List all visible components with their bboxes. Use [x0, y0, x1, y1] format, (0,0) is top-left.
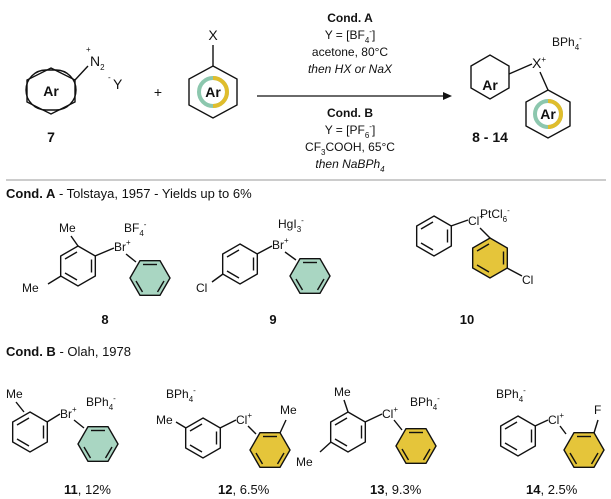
compound-label: 11, 12% [64, 482, 111, 497]
counter-anion: HgI3- [278, 216, 304, 234]
methyl-label: Me [6, 387, 23, 401]
ring-label-ar: Ar [540, 106, 556, 122]
product-center: X+ [532, 55, 546, 71]
cond-a-line3: then HX or NaX [308, 62, 393, 76]
product-diaryl-halonium: BPh4- Ar X+ Ar 8 - 14 [470, 34, 582, 145]
svg-text:N2: N2 [90, 53, 105, 72]
cond-a-title: Cond. A [327, 11, 373, 25]
ring-label-ar: Ar [205, 84, 221, 100]
center-atom: Br+ [272, 236, 289, 252]
compound-8: Me Br+ BF4- Me 8 [22, 220, 171, 327]
cond-a-line1: Y = [BF4-] [325, 27, 376, 45]
product-counterion: BPh4- [552, 34, 582, 52]
fluoro-label: F [594, 403, 601, 417]
cond-b-line1: Y = [PF6-] [325, 122, 376, 140]
methyl-label: Me [59, 221, 76, 235]
compound-label-7: 7 [47, 129, 55, 145]
chloro-label: Cl [196, 281, 207, 295]
counter-anion: BPh4- [86, 394, 116, 412]
ring-label-ar: Ar [482, 77, 498, 93]
compound-9: Cl Br+ HgI3- 9 [196, 216, 331, 327]
compound-label: 9 [269, 312, 276, 327]
compound-label: 12, 6.5% [218, 482, 270, 497]
conditions-a: Cond. A Y = [BF4-] acetone, 80°C then HX… [308, 11, 393, 76]
conditions-b: Cond. B Y = [PF6-] CF3COOH, 65°C then Na… [305, 106, 395, 174]
diazonium-salt-7: Ar + N2 - Y 7 [25, 45, 123, 145]
chloro-label: Cl [522, 273, 533, 287]
counter-anion: BPh4- [410, 394, 440, 412]
compound-label-range: 8 - 14 [472, 129, 508, 145]
center-atom: Br+ [114, 238, 131, 254]
methyl-label: Me [22, 281, 39, 295]
center-atom: Cl+ [548, 411, 564, 427]
center-atom: Cl+ [468, 212, 484, 228]
plus-sign: + [154, 84, 162, 100]
center-atom: Cl+ [236, 411, 252, 427]
counter-anion: BPh4- [166, 386, 196, 404]
compound-14: BPh4- Cl+ F 14, 2.5% [496, 386, 605, 497]
methyl-label: Me [280, 403, 297, 417]
compound-10: Cl+ PtCl6- Cl 10 [415, 206, 533, 327]
counter-minus: - [108, 73, 111, 82]
section-b-title: Cond. B - Olah, 1978 [6, 344, 131, 359]
methyl-label: Me [296, 455, 313, 469]
compound-11: Me Br+ BPh4- 11, 12% [6, 387, 119, 497]
diazonium-plus: + [86, 45, 91, 54]
center-atom: Br+ [60, 405, 77, 421]
counter-y: Y [113, 76, 123, 92]
cond-b-line3: then NaBPh4 [315, 157, 385, 174]
center-atom: Cl+ [382, 405, 398, 421]
reaction-arrow [257, 92, 452, 100]
arene-x: X [208, 27, 218, 43]
methyl-label: Me [156, 413, 173, 427]
section-a-title: Cond. A - Tolstaya, 1957 - Yields up to … [6, 186, 252, 201]
counter-anion: BF4- [124, 220, 147, 238]
diazonium-n2: N [90, 53, 100, 69]
counter-anion: PtCl6- [480, 206, 510, 224]
cond-b-line2: CF3COOH, 65°C [305, 140, 395, 157]
ring-label-ar: Ar [43, 83, 59, 99]
compound-12: BPh4- Me Cl+ Me 12, 6.5% [156, 386, 297, 497]
compound-label: 14, 2.5% [526, 482, 578, 497]
arene-reactant: X Ar [188, 27, 238, 119]
cond-b-title: Cond. B [327, 106, 373, 120]
compound-label: 13, 9.3% [370, 482, 422, 497]
compound-label: 8 [101, 312, 108, 327]
compound-13: Me Me Cl+ BPh4- 13, 9.3% [296, 385, 440, 497]
methyl-label: Me [334, 385, 351, 399]
compound-label: 10 [460, 312, 474, 327]
cond-a-line2: acetone, 80°C [312, 45, 389, 59]
counter-anion: BPh4- [496, 386, 526, 404]
